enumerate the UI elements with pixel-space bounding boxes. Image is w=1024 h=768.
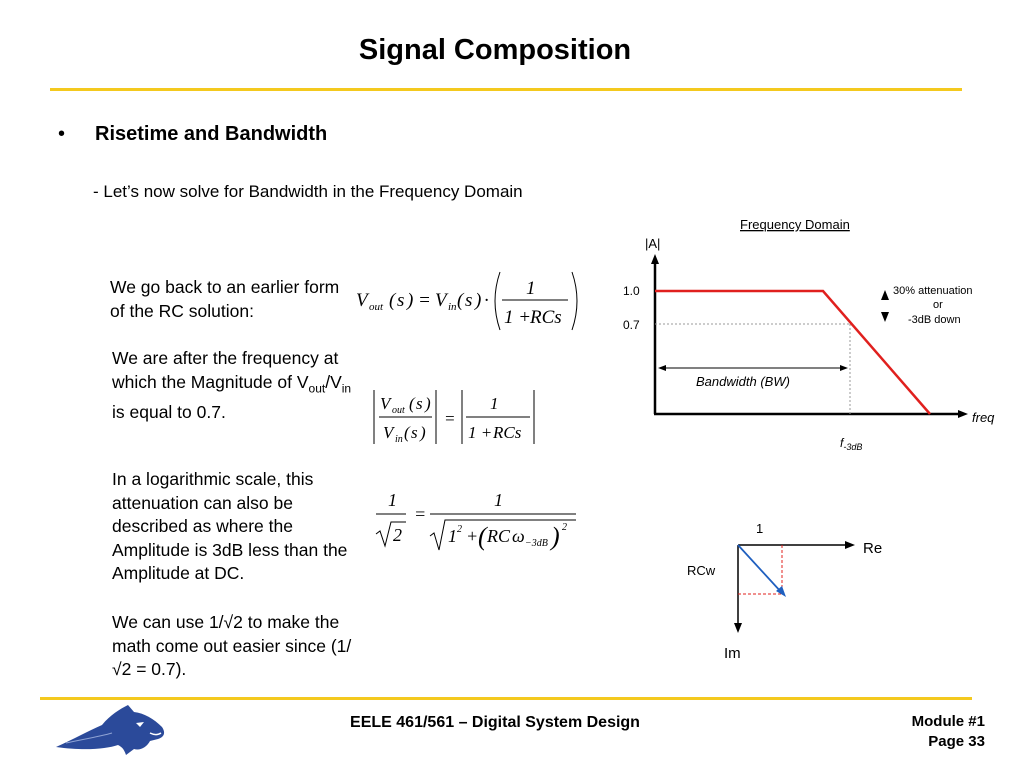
footer-page-info: Module #1 Page 33	[860, 712, 985, 752]
bandwidth-label: Bandwidth (BW)	[696, 374, 790, 389]
footer-module: Module #1	[911, 713, 985, 730]
svg-text:=: =	[444, 409, 455, 428]
phasor-label-im: Im	[724, 645, 741, 662]
svg-text:s: s	[411, 423, 418, 442]
svg-text:in: in	[395, 434, 403, 445]
real-axis-arrowhead	[845, 541, 855, 549]
svg-text:(: (	[478, 522, 488, 551]
paragraph-log-scale: In a logarithmic scale, this attenuation…	[112, 469, 348, 583]
slide-title: Signal Composition	[358, 34, 632, 66]
svg-text:V: V	[435, 290, 449, 311]
svg-text:s: s	[397, 290, 404, 311]
svg-text:(: (	[404, 423, 411, 442]
para2-text-b: /V	[325, 371, 342, 392]
svg-text:in: in	[448, 301, 457, 313]
bullet-heading: Risetime and Bandwidth	[95, 123, 328, 145]
magnitude-response	[655, 289, 931, 415]
svg-text:(: (	[457, 290, 465, 311]
svg-text:out: out	[369, 301, 384, 313]
svg-text:): )	[406, 290, 413, 311]
svg-text:V: V	[383, 423, 396, 442]
svg-text:1: 1	[494, 490, 503, 510]
x-axis-label: freq	[972, 410, 995, 425]
phasor-vector	[737, 544, 783, 594]
equation-minus-3db: 1 2 = 1 1 2 + ( RC ω −3dB ) 2	[375, 490, 576, 551]
f3db-label: f-3dB	[840, 436, 862, 452]
attenuation-line3: -3dB down	[908, 314, 961, 326]
svg-text:+: +	[466, 526, 478, 546]
svg-text:ω: ω	[512, 526, 525, 546]
para2-sub-out: out	[308, 381, 326, 395]
title-divider	[50, 88, 962, 91]
attenuation-line2: or	[933, 299, 943, 311]
svg-text:·: ·	[484, 290, 489, 311]
svg-text:=: =	[418, 290, 431, 311]
para2-sub-in: in	[341, 381, 352, 395]
svg-text:=: =	[414, 504, 426, 524]
svg-text:2: 2	[457, 524, 462, 535]
sub-bullet: - Let’s now solve for Bandwidth in the F…	[93, 182, 523, 201]
svg-text:(: (	[409, 394, 416, 413]
equation-magnitude-ratio: V out (s) V in (s) = 1 1 + RCs	[373, 390, 535, 445]
svg-text:): )	[424, 394, 431, 413]
svg-text:1: 1	[490, 394, 499, 413]
svg-text:(: (	[389, 290, 397, 311]
svg-text:2: 2	[562, 522, 567, 533]
svg-text:V: V	[380, 394, 393, 413]
equation-rc-solution: V out (s) = V in (s) · 1 1 + RCs	[356, 271, 578, 331]
phasor-label-rcw: RCw	[687, 563, 716, 578]
footer-course-title: EELE 461/561 – Digital System Design	[350, 714, 640, 731]
tick-0-7: 0.7	[623, 318, 640, 332]
phasor-label-re: Re	[863, 540, 882, 557]
svg-text:): )	[549, 522, 560, 551]
svg-text:1: 1	[388, 490, 397, 510]
phasor-label-one: 1	[756, 521, 763, 536]
svg-text:s: s	[416, 394, 423, 413]
bandwidth-arrowhead-left	[658, 365, 666, 371]
svg-text:1: 1	[526, 278, 536, 299]
para2-text-c: is equal to 0.7.	[112, 401, 226, 422]
bandwidth-arrowhead-right	[840, 365, 848, 371]
x-axis-arrowhead	[958, 410, 968, 418]
frequency-domain-chart: Frequency Domain |A| freq 1.0 0.7 Bandwi…	[623, 217, 995, 452]
svg-text:1 +: 1 +	[504, 307, 531, 328]
y-axis-label: |A|	[645, 236, 660, 251]
svg-text:RCs: RCs	[529, 307, 562, 328]
phasor-diagram: 1 Re Im RCw	[687, 521, 882, 662]
svg-text:1: 1	[448, 526, 457, 546]
svg-text:V: V	[356, 290, 370, 311]
bullet-marker: •	[58, 123, 66, 145]
attenuation-arrow-up	[881, 290, 889, 300]
paragraph-rc-solution: We go back to an earlier form of the RC …	[110, 277, 340, 321]
svg-text:): )	[474, 290, 481, 311]
svg-text:RC: RC	[486, 526, 511, 546]
phasor-vector-arrowhead	[776, 586, 786, 597]
svg-text:2: 2	[393, 525, 402, 545]
attenuation-line1: 30% attenuation	[893, 285, 973, 297]
svg-text:out: out	[392, 405, 405, 416]
tick-1-0: 1.0	[623, 284, 640, 298]
chart-title: Frequency Domain	[740, 217, 850, 232]
university-logo	[56, 705, 165, 755]
svg-text:1 +: 1 +	[468, 423, 492, 442]
svg-text:s: s	[465, 290, 472, 311]
y-axis-arrowhead	[651, 254, 659, 264]
attenuation-arrow-down	[881, 312, 889, 322]
para2-text-a: We are after the frequency at which the …	[112, 348, 339, 392]
svg-text:): )	[419, 423, 426, 442]
svg-text:−3dB: −3dB	[525, 538, 548, 549]
paragraph-root-two: We can use 1/√2 to make the math come ou…	[112, 612, 352, 679]
footer-page: Page 33	[928, 733, 985, 750]
footer-divider	[40, 697, 972, 700]
paragraph-magnitude: We are after the frequency at which the …	[112, 347, 352, 424]
imag-axis-arrowhead	[734, 623, 742, 633]
svg-text:RCs: RCs	[492, 423, 522, 442]
